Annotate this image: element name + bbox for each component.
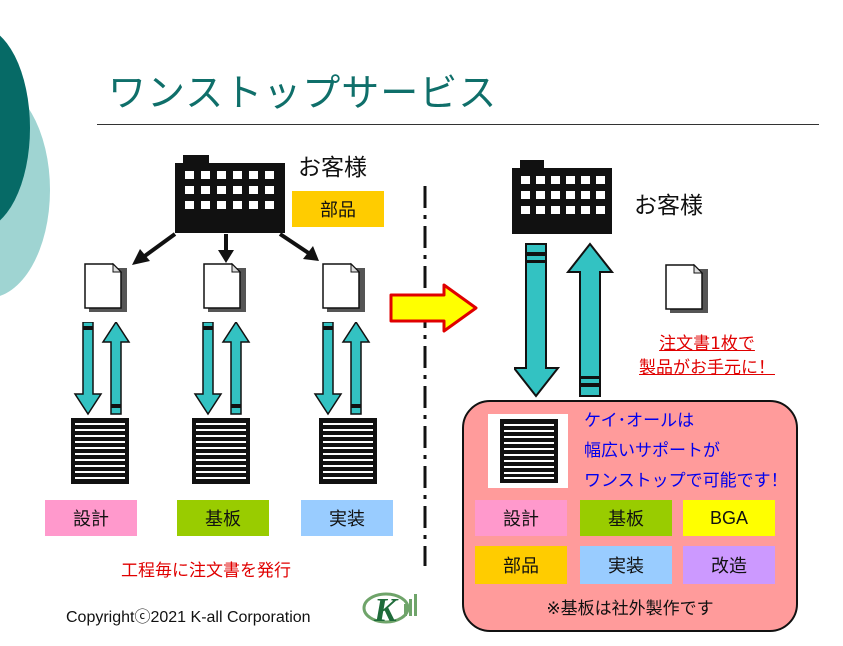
document-icon: [322, 262, 365, 312]
section-divider: [423, 186, 427, 566]
step-design: 設計: [45, 500, 137, 536]
exchange-arrows: [73, 322, 131, 416]
striped-document-icon: [319, 418, 377, 484]
distribution-arrows: [132, 232, 319, 265]
striped-document-icon: [488, 414, 568, 488]
copyright: Copyrightⓒ2021 K-all Corporation: [66, 609, 311, 626]
step-board: 基板: [177, 500, 269, 536]
building-icon: [512, 160, 612, 234]
large-exchange-arrows: [514, 242, 614, 398]
callout-line-1: 注文書1枚で: [659, 334, 755, 354]
document-icon: [84, 262, 127, 312]
message-line-3: ワンストップで可能です！: [584, 471, 788, 491]
building-icon: [175, 155, 285, 233]
decorative-circles: [0, 35, 50, 296]
message-line-1: ケイ･オールは: [584, 411, 695, 431]
service-modification: 改造: [683, 546, 775, 584]
panel-note: ※基板は社外製作です: [546, 599, 714, 619]
k-all-logo: K: [362, 592, 417, 628]
parts-tag: 部品: [292, 191, 384, 227]
step-mounting: 実装: [301, 500, 393, 536]
document-icon: [203, 262, 246, 312]
customer-label-left: お客様: [298, 155, 367, 181]
svg-text:K: K: [373, 592, 399, 628]
callout-line-2: 製品がお手元に！: [639, 358, 775, 378]
striped-document-icon: [71, 418, 129, 484]
exchange-arrows: [313, 322, 371, 416]
service-board: 基板: [580, 500, 672, 536]
service-parts: 部品: [475, 546, 567, 584]
message-line-2: 幅広いサポートが: [584, 441, 720, 461]
document-icon: [665, 263, 708, 313]
left-caption: 工程毎に注文書を発行: [121, 561, 291, 581]
striped-document-icon: [192, 418, 250, 484]
service-design: 設計: [475, 500, 567, 536]
title-divider: [97, 124, 819, 125]
big-right-arrow-icon: [389, 283, 478, 333]
page-title: ワンストップサービス: [108, 71, 498, 115]
service-mounting: 実装: [580, 546, 672, 584]
service-message: ケイ･オールは 幅広いサポートが ワンストップで可能です！: [584, 406, 788, 496]
customer-label-right: お客様: [634, 193, 703, 219]
exchange-arrows: [193, 322, 251, 416]
service-bga: BGA: [683, 500, 775, 536]
callout-text: 注文書1枚で 製品がお手元に！: [612, 332, 802, 380]
